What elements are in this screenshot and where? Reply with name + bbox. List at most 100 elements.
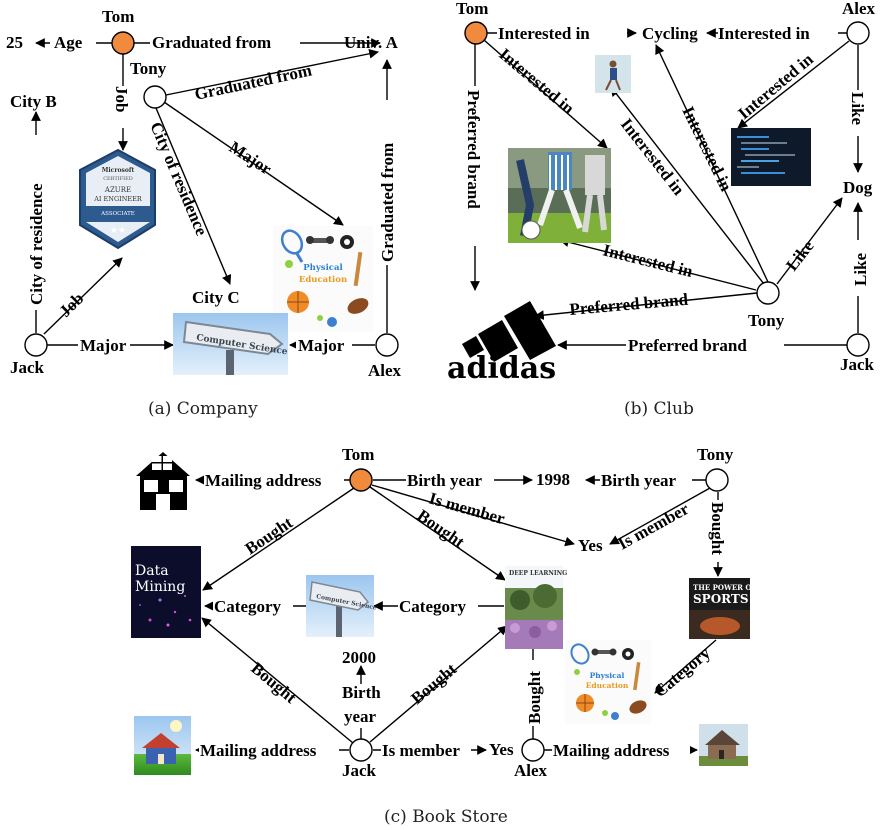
label-alex: Alex [368,361,402,380]
panel-club: Tom Alex Tony Jack Cycling Dog Intereste… [447,0,876,419]
badge-text-ai-engineer: AI ENGINEER [93,195,143,203]
edge-label-interested-in-5: Interested in [617,115,689,199]
edge-label-graduated-from-3: Graduated from [378,143,397,262]
edge-label-interested-in-6: Interested in [678,103,736,194]
edge-label-birth-year-1: Birth year [407,471,483,490]
edge-label-like-3: Like [851,252,870,286]
power-of-sports-book-image: THE POWER OF SPORTS [689,578,757,639]
edge-label-graduated-from-2: Graduated from [193,61,314,104]
edge-label-major-3: Major [298,336,345,355]
node-tony [705,468,729,492]
book-title-data: Data [135,563,169,579]
edge-label-bought-3: Bought [708,502,727,555]
entity-city-b: City B [10,92,57,111]
node-alex [521,738,545,762]
house-photo-image [134,716,191,775]
value-yes-2: Yes [489,740,514,759]
edge-label-is-member-3: Is member [382,741,460,760]
label-tom: Tom [102,7,134,26]
edge-label-job-2: Job [55,289,87,321]
data-mining-book-image: Data Mining [131,546,201,638]
node-tom [464,21,488,45]
phys-ed-text-2: Education [299,275,347,285]
physical-education-image: Physical Education [273,226,373,332]
deep-learning-book-image: DEEP LEARNING [505,566,567,649]
node-tom [111,31,135,55]
badge-text-azure: AZURE [104,186,131,194]
label-tom: Tom [342,445,374,464]
phys-ed-text-2: Education [586,681,629,690]
entity-cycling: Cycling [642,24,698,43]
edge-label-city-residence-2: City of residence [146,119,211,239]
edge-label-preferred-brand-2: Preferred brand [569,290,690,319]
edge-label-mailing-address-2: Mailing address [200,741,317,760]
node-alex [375,333,399,357]
edge-label-year: year [344,707,377,726]
book-title-power-of: THE POWER OF [693,583,757,592]
cycling-athlete-image [595,55,631,93]
code-screen-image [731,128,811,186]
node-tony [756,281,780,305]
node-alex [846,21,870,45]
edge-label-city-residence-1: City of residence [27,183,46,305]
edge-label-like-2: Like [782,236,818,274]
entity-univ-a: Univ. A [344,33,399,52]
edge-label-like-1: Like [848,92,867,126]
node-jack [846,333,870,357]
edge-label-job-1: Job [112,86,131,112]
edge-label-major-1: Major [226,137,276,178]
value-1998: 1998 [536,470,570,489]
house-icon [136,452,190,510]
edge-label-category-1: Category [214,597,282,616]
label-alex: Alex [514,761,548,780]
badge-text-certified: CERTIFIED [103,176,133,182]
azure-badge-image: Microsoft CERTIFIED AZURE AI ENGINEER AS… [79,148,156,250]
phys-ed-text-1: Physical [303,263,343,273]
badge-stars: ★★ [110,226,126,236]
book-title-deep-learning: DEEP LEARNING [509,570,567,577]
edge-label-interested-in-3: Interested in [495,45,578,119]
panel-store: Tom Tony Jack Alex 1998 Yes Yes 2000 Mai… [131,445,757,827]
adidas-logo: adidas [447,301,556,386]
edge-label-preferred-brand-3: Preferred brand [628,336,747,355]
edge-label-interested-in-1: Interested in [498,24,590,43]
edge-label-is-member-2: Is member [615,499,693,554]
edge-label-graduated-from-1: Graduated from [152,33,271,52]
label-jack: Jack [840,355,875,374]
house-photo-image [699,724,748,766]
edge-label-category-3: Category [650,643,714,701]
label-tony: Tony [697,445,734,464]
adidas-wordmark: adidas [447,351,556,386]
node-jack [24,333,48,357]
entity-city-c: City C [192,288,240,307]
node-jack [349,738,373,762]
panel-company: Tom Tony Jack Alex 25 Univ. A City B Cit… [6,7,402,419]
edge-label-bought-6: Bought [525,671,544,724]
caption-company: (a) Company [148,399,258,419]
edge-label-interested-in-7: Interested in [601,240,695,281]
entity-dog: Dog [843,178,873,197]
edge-label-bought-1: Bought [242,513,297,559]
label-jack: Jack [342,761,377,780]
edge-label-bought-5: Bought [407,659,460,708]
computer-science-sign-image: Computer Science [306,575,377,637]
edge-label-major-2: Major [80,336,127,355]
edge-label-interested-in-2: Interested in [718,24,810,43]
edge-label-bought-4: Bought [247,659,300,708]
value-25: 25 [6,33,23,52]
book-title-mining: Mining [135,579,185,595]
caption-club: (b) Club [624,399,694,419]
edge-label-birth-year-2: Birth year [601,471,677,490]
edge-label-age: Age [54,33,83,52]
edge-label-mailing-address-1: Mailing address [205,471,322,490]
phys-ed-text-1: Physical [590,671,625,680]
node-tony [143,85,167,109]
badge-text-associate: ASSOCIATE [100,211,135,217]
label-tom: Tom [456,0,488,18]
label-jack: Jack [10,358,45,377]
edge-label-birth: Birth [342,683,381,702]
node-tom [349,468,373,492]
label-tony: Tony [130,59,167,78]
